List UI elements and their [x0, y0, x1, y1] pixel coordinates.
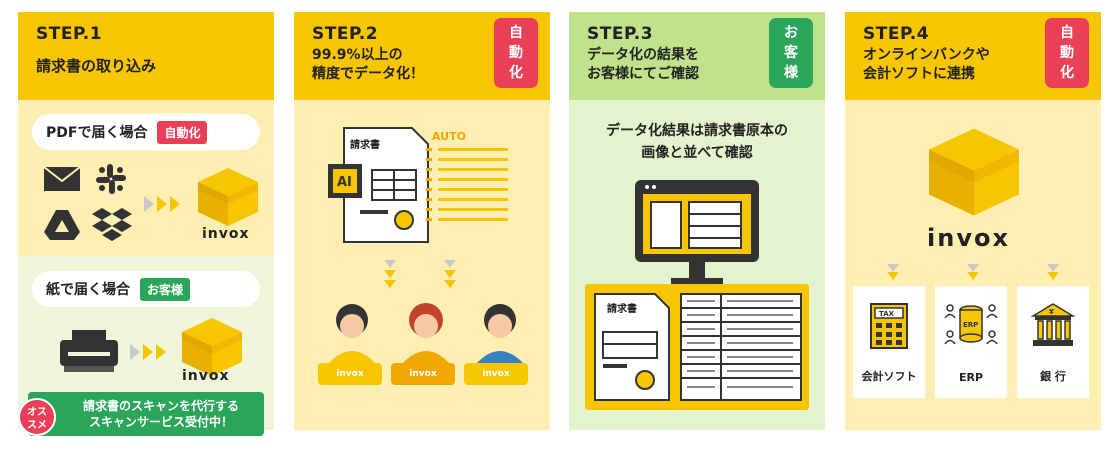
ai-chip-label: AI [337, 175, 352, 190]
invoice-document-icon [594, 293, 670, 401]
invoice-title: 請求書 [350, 140, 380, 151]
invoice-document-icon: AI [328, 127, 429, 243]
erp-icon: ERP [944, 304, 998, 345]
paper-case-label: 紙で届く場合 [46, 282, 130, 298]
scanner-icon [60, 330, 118, 372]
step1-card: STEP.1 請求書の取り込み PDFで届く場合 自動化 invox 紙で届 [18, 12, 274, 436]
step3-header: STEP.3 データ化の結果を お客様にてご確認 お客様 [569, 12, 825, 100]
arrow-right-icon [144, 196, 180, 212]
google-drive-icon [44, 210, 80, 240]
auto-badge: 自動化 [1045, 18, 1089, 88]
accounting-software-target: TAX 会計ソフト [853, 286, 925, 398]
bank-icon: ¥ [1031, 303, 1075, 346]
step3-description: データ化結果は請求書原本の 画像と並べて確認 [606, 123, 788, 161]
bank-target: ¥ 銀 行 [1017, 286, 1089, 398]
agent-desk: invox [464, 363, 528, 385]
step3-card: STEP.3 データ化の結果を お客様にてご確認 お客様 データ化結果は請求書原… [569, 12, 825, 430]
erp-target: ERP ERP [935, 286, 1007, 398]
pdf-case-tag: 自動化 [157, 120, 208, 144]
target-label: 銀 行 [1040, 370, 1066, 383]
step-title-line: 会計ソフトに連携 [863, 66, 975, 82]
customer-badge: お客様 [769, 18, 813, 88]
step1-header: STEP.1 請求書の取り込み [18, 12, 274, 100]
down-arrows-icon [384, 260, 456, 288]
step-title-line: 99.9%以上の [312, 47, 403, 63]
step4-header: STEP.4 オンラインバンクや 会計ソフトに連携 自動化 [845, 12, 1101, 100]
auto-label: AUTO [432, 130, 466, 143]
invox-logo-icon [198, 168, 258, 226]
data-grid-icon [426, 148, 508, 221]
calculator-icon: TAX [870, 303, 908, 349]
pdf-case-label: PDFで届く場合 [46, 125, 148, 141]
promo-line: スキャンサービス受付中！ [88, 415, 233, 429]
auto-badge: 自動化 [494, 18, 538, 88]
invox-label: invox [182, 368, 230, 384]
step2-card: STEP.2 99.9%以上の 精度でデータ化！ 自動化 AI 請求書 AUTO [294, 12, 550, 430]
pdf-case-pill: PDFで届く場合 自動化 [32, 114, 260, 150]
down-arrows-icon [887, 264, 1059, 280]
agent-desk: invox [318, 363, 382, 385]
data-table-icon [680, 293, 802, 401]
arrow-right-icon [130, 344, 166, 360]
svg-text:ERP: ERP [963, 321, 978, 329]
scan-service-promo[interactable]: 請求書のスキャンを代行する スキャンサービス受付中！ [28, 392, 264, 436]
paper-case-tag: お客様 [140, 277, 191, 301]
svg-text:¥: ¥ [1049, 308, 1054, 316]
target-label: ERP [958, 371, 984, 384]
step-number: STEP.4 [863, 24, 930, 44]
invox-logo-icon [929, 128, 1019, 216]
svg-text:TAX: TAX [879, 310, 895, 318]
step-number: STEP.2 [312, 24, 379, 44]
agent-desk: invox [391, 363, 455, 385]
step-title-line: 精度でデータ化！ [312, 66, 424, 82]
invoice-title: 請求書 [607, 304, 637, 315]
paper-case-pill: 紙で届く場合 お客様 [32, 271, 260, 307]
mail-icon [43, 166, 81, 191]
step2-header: STEP.2 99.9%以上の 精度でデータ化！ 自動化 [294, 12, 550, 100]
step4-card: STEP.4 オンラインバンクや 会計ソフトに連携 自動化 invox TAX … [845, 12, 1101, 430]
target-label: 会計ソフト [861, 370, 917, 383]
step-title-line: データ化の結果を [587, 47, 699, 63]
invox-label: invox [927, 224, 1010, 252]
dropbox-icon [92, 208, 132, 241]
slack-icon [96, 164, 126, 194]
monitor-icon [635, 180, 759, 286]
invox-label: invox [202, 226, 250, 242]
step-number: STEP.1 [36, 24, 103, 44]
step-number: STEP.3 [587, 24, 654, 44]
promo-line: 請求書のスキャンを代行する [82, 399, 239, 413]
step-title-line: お客様にてご確認 [587, 66, 699, 82]
operators-icon [328, 303, 524, 364]
recommend-badge: オス スメ [18, 398, 56, 436]
step-title-line: オンラインバンクや [863, 47, 990, 63]
step-title: 請求書の取り込み [36, 57, 157, 75]
